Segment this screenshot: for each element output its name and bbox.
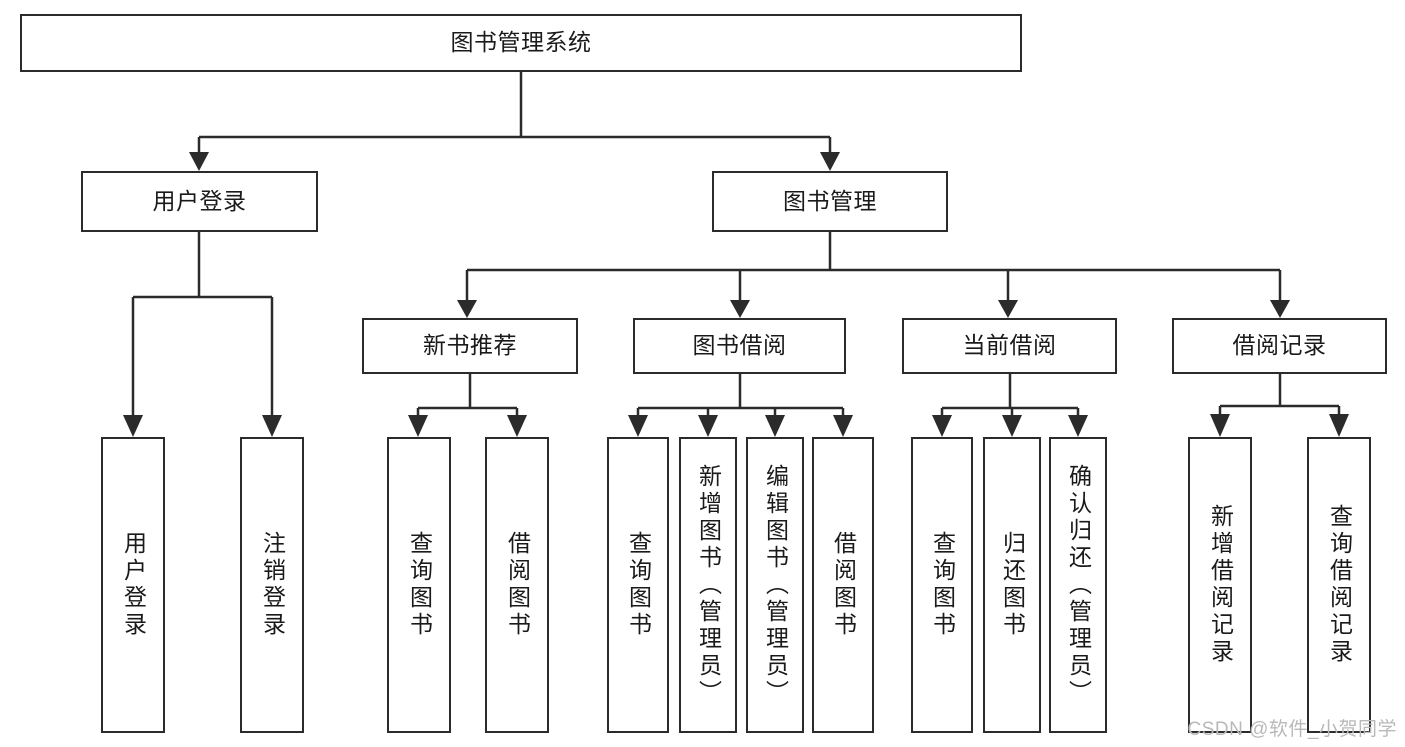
- arrowhead-leaf-borrow-book-2: [833, 415, 853, 437]
- node-leaf-edit-book[interactable]: 编辑图书（管理员）: [746, 437, 804, 733]
- arrowhead-leaf-query-book-1: [408, 415, 428, 437]
- arrowhead-leaf-user-logout: [262, 415, 282, 437]
- node-leaf-query-book-2[interactable]: 查询图书: [607, 437, 669, 733]
- arrowhead-leaf-query-book-2: [628, 415, 648, 437]
- node-leaf-edit-book-label: 编辑图书（管理员）: [762, 463, 789, 707]
- arrowhead-leaf-query-record: [1329, 414, 1349, 437]
- arrowhead-leaf-edit-book: [765, 415, 785, 437]
- node-borrow-record-label: 借阅记录: [1232, 332, 1327, 359]
- arrowheads: [123, 152, 1349, 437]
- node-leaf-confirm-return[interactable]: 确认归还（管理员）: [1049, 437, 1107, 733]
- node-user-login-label: 用户登录: [152, 187, 247, 214]
- node-leaf-add-book-label: 新增图书（管理员）: [695, 463, 722, 707]
- arrowhead-borrow-record: [1270, 300, 1290, 318]
- node-book-manage[interactable]: 图书管理: [712, 171, 948, 232]
- arrowhead-user-login: [189, 152, 209, 171]
- node-leaf-borrow-book-2-label: 借阅图书: [830, 531, 857, 639]
- arrowhead-new-book-rec: [457, 300, 477, 318]
- node-leaf-query-book-3-label: 查询图书: [929, 531, 956, 639]
- arrowhead-leaf-add-book: [698, 415, 718, 437]
- node-leaf-borrow-book-2[interactable]: 借阅图书: [812, 437, 874, 733]
- node-new-book-rec[interactable]: 新书推荐: [362, 318, 578, 374]
- node-leaf-add-book[interactable]: 新增图书（管理员）: [679, 437, 737, 733]
- node-current-borrow[interactable]: 当前借阅: [902, 318, 1117, 374]
- node-leaf-query-book-1[interactable]: 查询图书: [387, 437, 451, 733]
- node-leaf-return-book-label: 归还图书: [999, 531, 1026, 639]
- arrowhead-leaf-user-login: [123, 415, 143, 437]
- node-leaf-query-book-3[interactable]: 查询图书: [911, 437, 973, 733]
- node-leaf-add-record-label: 新增借阅记录: [1207, 504, 1234, 666]
- node-leaf-query-book-2-label: 查询图书: [625, 531, 652, 639]
- node-borrow-record[interactable]: 借阅记录: [1172, 318, 1387, 374]
- node-leaf-user-login[interactable]: 用户登录: [101, 437, 165, 733]
- arrowhead-leaf-query-book-3: [932, 415, 952, 437]
- node-book-borrow[interactable]: 图书借阅: [633, 318, 846, 374]
- node-root[interactable]: 图书管理系统: [20, 14, 1022, 72]
- node-book-manage-label: 图书管理: [783, 187, 877, 214]
- node-leaf-user-logout[interactable]: 注销登录: [240, 437, 304, 733]
- arrowhead-leaf-return-book: [1002, 415, 1022, 437]
- arrowhead-leaf-confirm-return: [1068, 415, 1088, 437]
- arrowhead-book-manage: [820, 152, 840, 171]
- node-book-borrow-label: 图书借阅: [692, 332, 787, 359]
- node-leaf-confirm-return-label: 确认归还（管理员）: [1065, 463, 1092, 707]
- node-leaf-borrow-book-1[interactable]: 借阅图书: [485, 437, 549, 733]
- node-leaf-query-book-1-label: 查询图书: [406, 531, 433, 639]
- node-current-borrow-label: 当前借阅: [962, 332, 1057, 359]
- arrowhead-current-borrow: [998, 300, 1018, 318]
- node-new-book-rec-label: 新书推荐: [423, 332, 517, 359]
- node-leaf-borrow-book-1-label: 借阅图书: [504, 531, 531, 639]
- node-leaf-add-record[interactable]: 新增借阅记录: [1188, 437, 1252, 733]
- node-leaf-query-record-label: 查询借阅记录: [1326, 504, 1353, 666]
- node-root-label: 图书管理系统: [450, 29, 592, 56]
- csdn-watermark: CSDN @软件_小贺同学: [1187, 719, 1397, 740]
- arrowhead-leaf-add-record: [1210, 414, 1230, 437]
- arrowhead-leaf-borrow-book-1: [507, 415, 527, 437]
- node-leaf-user-logout-label: 注销登录: [259, 531, 286, 639]
- node-leaf-return-book[interactable]: 归还图书: [983, 437, 1041, 733]
- node-leaf-user-login-label: 用户登录: [120, 531, 147, 639]
- node-leaf-query-record[interactable]: 查询借阅记录: [1307, 437, 1371, 733]
- arrowhead-book-borrow: [730, 300, 750, 318]
- node-user-login[interactable]: 用户登录: [81, 171, 318, 232]
